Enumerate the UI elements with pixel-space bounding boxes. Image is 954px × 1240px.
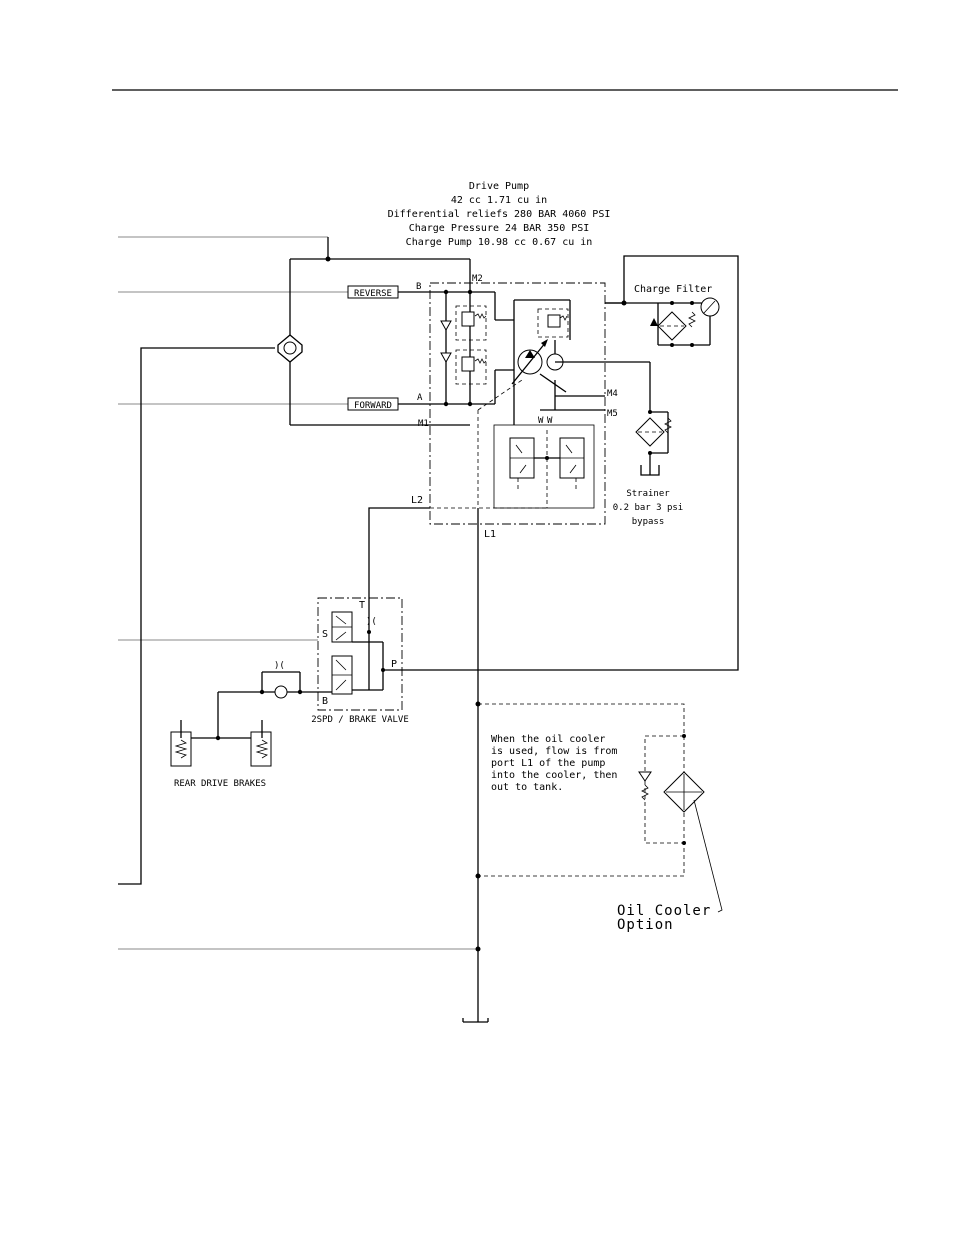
oil-cooler-option: Oil Cooler Option — [478, 703, 723, 933]
left-leader-lines — [118, 236, 478, 950]
note-line-1: When the oil cooler — [491, 734, 605, 745]
charge-filter-label: Charge Filter — [634, 284, 712, 295]
variable-pump-symbol — [511, 299, 650, 410]
tank-return-line — [462, 508, 489, 1023]
port-b: B — [416, 282, 421, 292]
note-line-3: port L1 of the pump — [491, 758, 605, 769]
svg-text:)(: )( — [366, 617, 377, 627]
port-m1: M1 — [418, 419, 429, 429]
valve-port-b: B — [322, 696, 328, 707]
strainer-label-1: Strainer — [626, 489, 670, 499]
pump-reliefs: Differential reliefs 280 BAR 4060 PSI — [388, 209, 611, 220]
note-line-5: out to tank. — [491, 782, 563, 793]
shuttle-valve — [277, 334, 303, 363]
oil-cooler-label-2: Option — [617, 917, 674, 933]
pump-spec-block: Drive Pump 42 cc 1.71 cu in Differential… — [388, 181, 611, 248]
brake-valve: )( T S P B 2SPD / BRAKE VALVE — [311, 597, 409, 725]
note-line-4: into the cooler, then — [491, 770, 617, 781]
oil-cooler-label-1: Oil Cooler — [617, 903, 711, 919]
forward-label: FORWARD — [354, 401, 392, 411]
svg-text:)(: )( — [274, 661, 285, 671]
pump-displacement: 42 cc 1.71 cu in — [451, 195, 547, 206]
note-line-2: is used, flow is from — [491, 746, 617, 757]
port-l1: L1 — [484, 529, 496, 540]
valve-port-t: T — [359, 600, 365, 611]
port-a: A — [417, 393, 423, 403]
valve-label: 2SPD / BRAKE VALVE — [311, 715, 409, 725]
reverse-tag: REVERSE — [347, 285, 399, 299]
relief-valve-cartridges — [432, 289, 514, 407]
junction-dot — [325, 256, 331, 262]
port-l2: L2 — [411, 495, 423, 506]
pump-enclosure — [429, 282, 606, 525]
pump-charge-pressure: Charge Pressure 24 BAR 350 PSI — [409, 223, 590, 234]
valve-port-s: S — [322, 629, 328, 640]
case-drain-l2-line — [368, 507, 430, 690]
pump-charge-pump: Charge Pump 10.98 cc 0.67 cu in — [406, 237, 593, 248]
oil-cooler-note: When the oil cooler is used, flow is fro… — [491, 734, 617, 793]
strainer-label-3: bypass — [632, 517, 665, 527]
port-m4: M4 — [607, 389, 618, 399]
pump-title: Drive Pump — [469, 181, 529, 192]
reverse-label: REVERSE — [354, 289, 392, 299]
rear-brakes-label: REAR DRIVE BRAKES — [174, 779, 266, 789]
port-m2: M2 — [472, 274, 483, 284]
svg-text:W: W — [538, 416, 544, 426]
charge-filter-circuit: Charge Filter — [383, 255, 739, 671]
main-loop-lines — [118, 237, 471, 885]
port-m5: M5 — [607, 409, 618, 419]
strainer-label-2: 0.2 bar 3 psi — [613, 503, 683, 513]
forward-tag: FORWARD — [347, 397, 399, 411]
strainer-circuit: Strainer 0.2 bar 3 psi bypass — [613, 362, 683, 527]
valve-port-p: P — [391, 659, 397, 670]
svg-text:W: W — [547, 416, 553, 426]
brake-check-circuit: )( — [217, 661, 332, 738]
rear-drive-brakes: REAR DRIVE BRAKES — [170, 720, 272, 789]
servo-control-block: W W — [430, 379, 605, 509]
